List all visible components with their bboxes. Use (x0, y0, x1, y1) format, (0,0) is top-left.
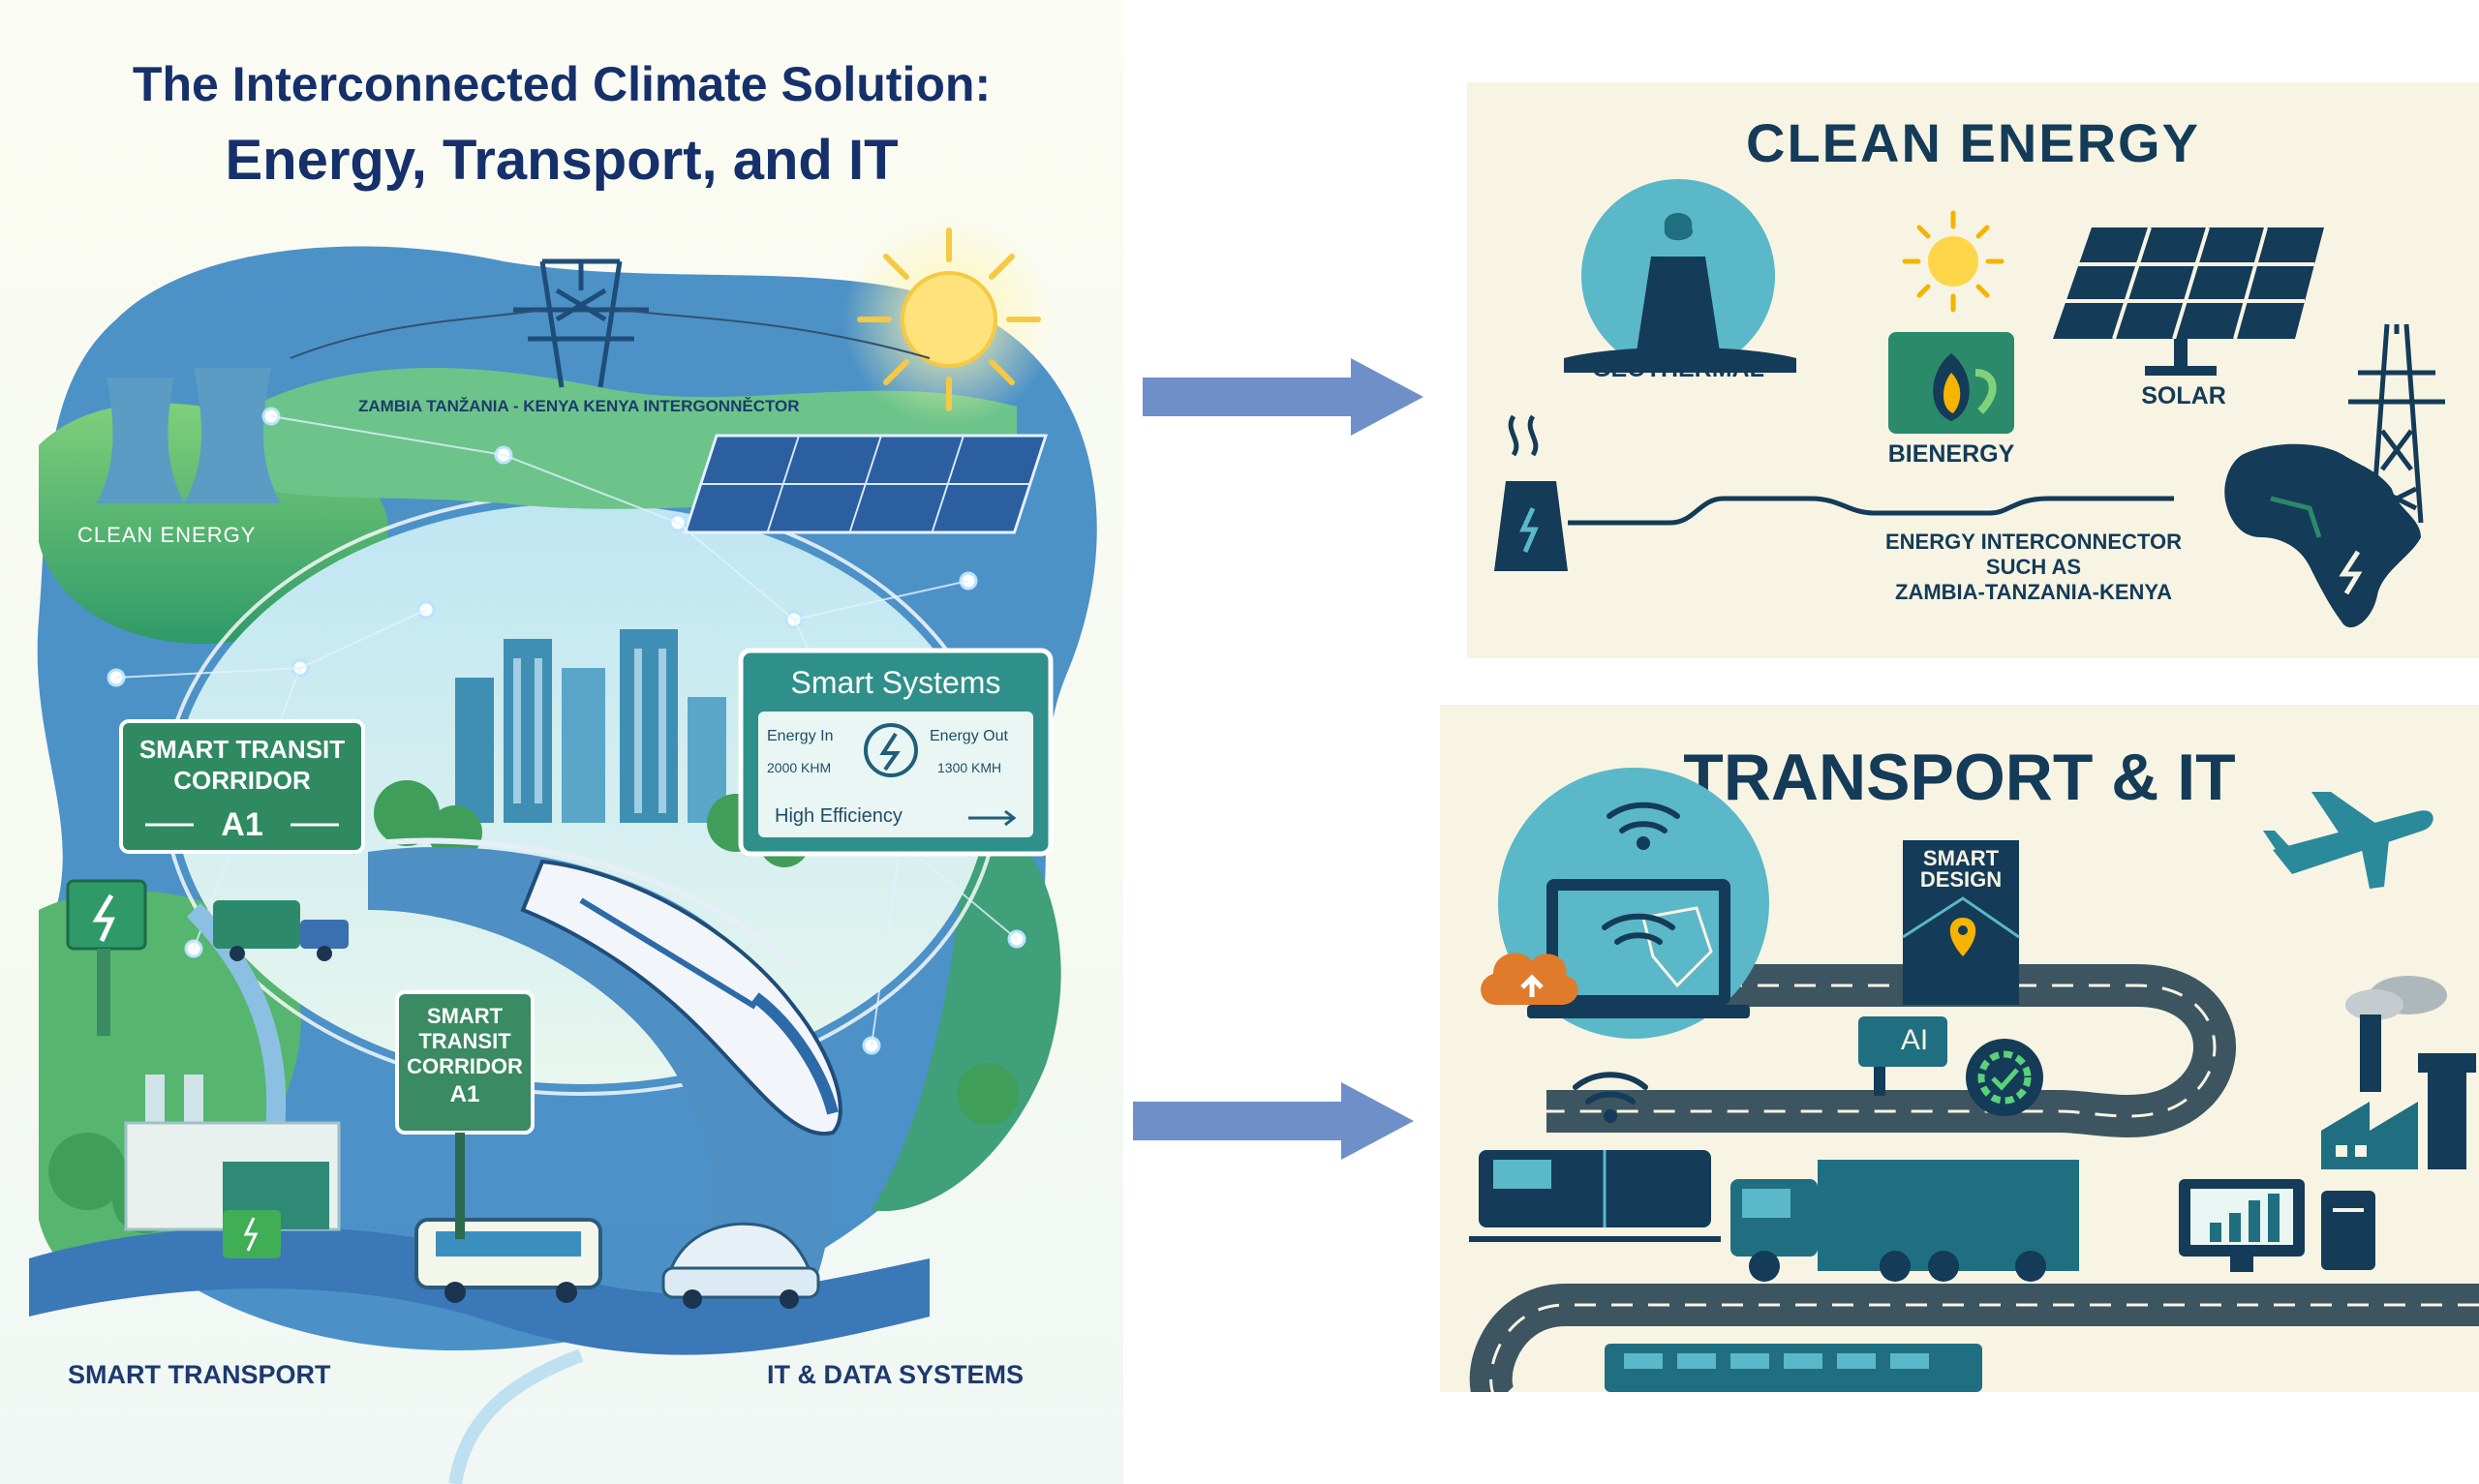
solar-label: SOLAR (2141, 382, 2226, 409)
factory-right-icon (2321, 976, 2476, 1169)
bioenergy-icon (1888, 332, 2014, 434)
cloud-upload-icon (1481, 953, 1578, 1005)
truck-icon (1730, 1160, 2079, 1282)
high-efficiency-label: High Efficiency (775, 805, 903, 827)
interconnector-label: ZAMBIA TANŽANIA - KENYA KENYA INTERGONNĚ… (358, 397, 800, 415)
clean-energy-label: CLEAN ENERGY (77, 523, 257, 547)
wifi-icon (1607, 802, 1680, 850)
poster: The Interconnected Climate Solution: Ene… (0, 0, 1123, 1484)
wifi-screen-icon (1602, 913, 1675, 945)
analytics-monitor-icon (2179, 1179, 2305, 1272)
city-windows (513, 649, 666, 813)
solar-panel-large-icon (2053, 227, 2324, 376)
smart-design-line2: DESIGN (1919, 867, 2003, 892)
transmission-tower-icon (513, 258, 649, 388)
arrow-to-transport (1133, 1082, 1414, 1160)
car-icon (661, 1222, 820, 1309)
clean-energy-panel-title: CLEAN ENERGY (1746, 112, 2200, 173)
sign-corridor-2-line1: SMART (426, 1004, 504, 1028)
bullet-train-icon (520, 859, 842, 1136)
interconnector-line1: ENERGY INTERCONNECTOR (1884, 530, 2182, 554)
solar-panel-icon (683, 434, 1048, 534)
cooling-towers-icon (97, 368, 281, 503)
sign-corridor-1-line3: A1 (221, 806, 263, 843)
green-truck-icon (213, 900, 349, 961)
energy-bolt-icon (2322, 540, 2384, 602)
sign-corridor-1-board (119, 719, 365, 854)
sign-corridor-2-board (395, 990, 535, 1239)
interconnector-cable (1568, 496, 2174, 526)
energy-out-label: Energy Out (930, 728, 1008, 744)
sun-icon (857, 227, 1041, 411)
rail-track (386, 837, 797, 971)
smart-design-line1: SMART (1922, 846, 2000, 870)
bioenergy-label: BIENERGY (1887, 440, 2015, 468)
power-lines (290, 309, 931, 359)
poster-illustration (29, 213, 1097, 1484)
energy-in-value: 2000 KHM (767, 760, 832, 775)
smart-systems-title: Smart Systems (790, 665, 1001, 700)
sign-corridor-2-line3: CORRIDOR (407, 1054, 523, 1078)
charging-post-icon (66, 879, 147, 1036)
poster-title-line1: The Interconnected Climate Solution: (132, 57, 992, 111)
clean-energy-panel: CLEAN ENERGY (1467, 82, 2479, 658)
smart-systems-board (738, 648, 1054, 857)
transport-panel-title: TRANSPORT & IT (1683, 741, 2236, 814)
poster-title-line2: Energy, Transport, and IT (225, 129, 899, 192)
footer-smart-transport: SMART TRANSPORT (68, 1360, 331, 1389)
geothermal-icon (1564, 179, 1796, 373)
smart-design-map-icon (1902, 840, 2020, 1005)
airplane-icon (2263, 792, 2433, 889)
wifi-lower-icon (1573, 1072, 1648, 1123)
ai-label: AI (1900, 1024, 1929, 1056)
arrow-to-clean-energy (1143, 358, 1423, 436)
server-icon (2321, 1191, 2375, 1270)
freight-train-icon (1469, 1150, 1721, 1242)
footer-it-data: IT & DATA SYSTEMS (767, 1360, 1025, 1389)
transmission-tower-right-icon (2348, 323, 2445, 524)
passenger-train-icon (1605, 1344, 1982, 1392)
interconnector-line3: ZAMBIA-TANZANIA-KENYA (1895, 580, 2172, 604)
power-plant-icon (1494, 414, 1568, 571)
clean-energy-illustration (1494, 179, 2445, 628)
sign-corridor-1-line1: SMART TRANSIT (138, 735, 346, 764)
lower-road (29, 1227, 930, 1355)
sign-corridor-2-line2: TRANSIT (418, 1029, 511, 1053)
sign-corridor-2-line4: A1 (449, 1081, 480, 1107)
transport-illustration (1469, 768, 2479, 1392)
ai-camera-icon (1858, 1016, 1947, 1096)
energy-out-value: 1300 KMH (937, 760, 1002, 775)
energy-in-label: Energy In (767, 728, 834, 744)
sign-corridor-1-line2: CORRIDOR (173, 766, 311, 795)
charging-box-icon (223, 1210, 281, 1258)
gear-icon (1966, 1039, 2043, 1116)
transport-panel: TRANSPORT & IT (1440, 705, 2479, 1392)
river (448, 1348, 584, 1484)
small-sun-icon (1902, 210, 2005, 313)
geothermal-label: GEOTHERMAL (1592, 355, 1764, 382)
interconnector-line2: SUCH AS (1985, 555, 2082, 579)
